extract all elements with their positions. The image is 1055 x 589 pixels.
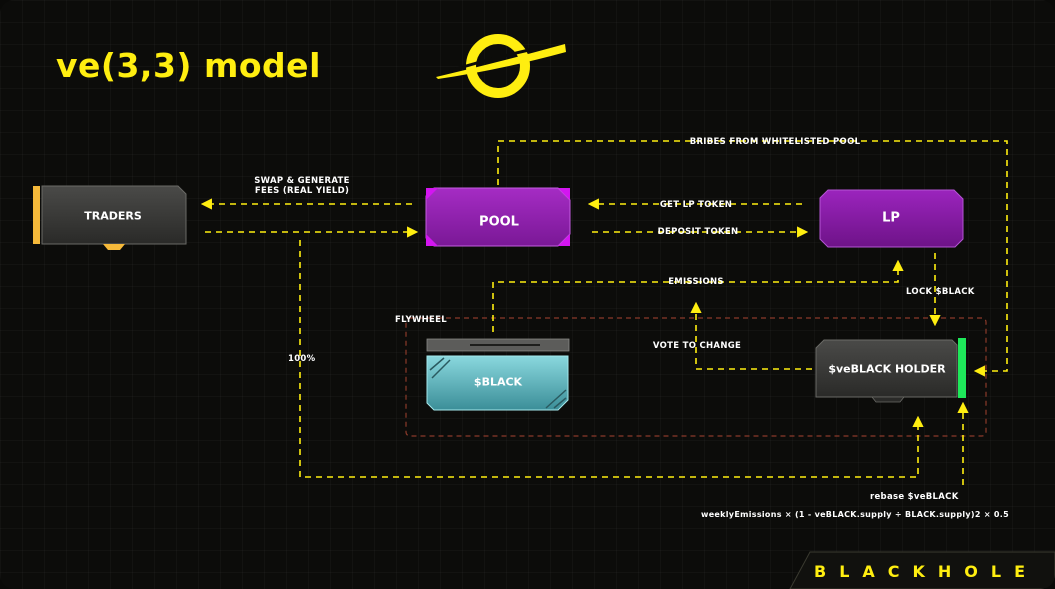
lp-node-shape [819, 189, 964, 248]
traders-node-shape [33, 185, 187, 250]
veblack-holder-node-shape [815, 338, 966, 403]
arrow-100-percent [299, 240, 924, 478]
blackhole-ring-logo-icon [436, 34, 566, 98]
label-100-percent: 100% [288, 354, 316, 364]
label-rebase: rebase $veBLACK [870, 492, 959, 502]
arrow-bribes [497, 140, 1008, 377]
black-node-shape [426, 338, 570, 411]
label-deposit-token: DEPOSIT TOKEN [657, 227, 739, 237]
flywheel-boundary [405, 317, 987, 437]
brand-plate [789, 551, 1055, 589]
arrow-emissions [492, 259, 904, 332]
brand-wordmark: BLACKHOLE [814, 562, 1039, 581]
veblack-holder-node: $veBLACK HOLDER [828, 362, 946, 376]
label-get-lp-token: GET LP TOKEN [659, 200, 733, 210]
label-swap-line2: FEES (REAL YIELD) [254, 186, 350, 196]
label-bribes: BRIBES FROM WHITELISTED POOL [689, 137, 861, 147]
label-vote-to-change: VOTE TO CHANGE [652, 341, 742, 351]
traders-node: TRADERS [84, 209, 142, 223]
pool-node-shape [425, 187, 571, 247]
label-lock-black: LOCK $BLACK [906, 287, 975, 297]
page-title: ve(3,3) model [56, 46, 321, 85]
label-formula: weeklyEmissions × (1 - veBLACK.supply ÷ … [701, 510, 1009, 519]
black-node: $BLACK [473, 375, 523, 389]
arrow-vote-to-change [690, 301, 812, 370]
label-emissions: EMISSIONS [668, 277, 724, 287]
lp-node: LP [882, 210, 900, 226]
pool-node: POOL [479, 214, 519, 230]
label-flywheel: FLYWHEEL [395, 315, 447, 325]
label-swap-line1: SWAP & GENERATE [254, 176, 350, 186]
